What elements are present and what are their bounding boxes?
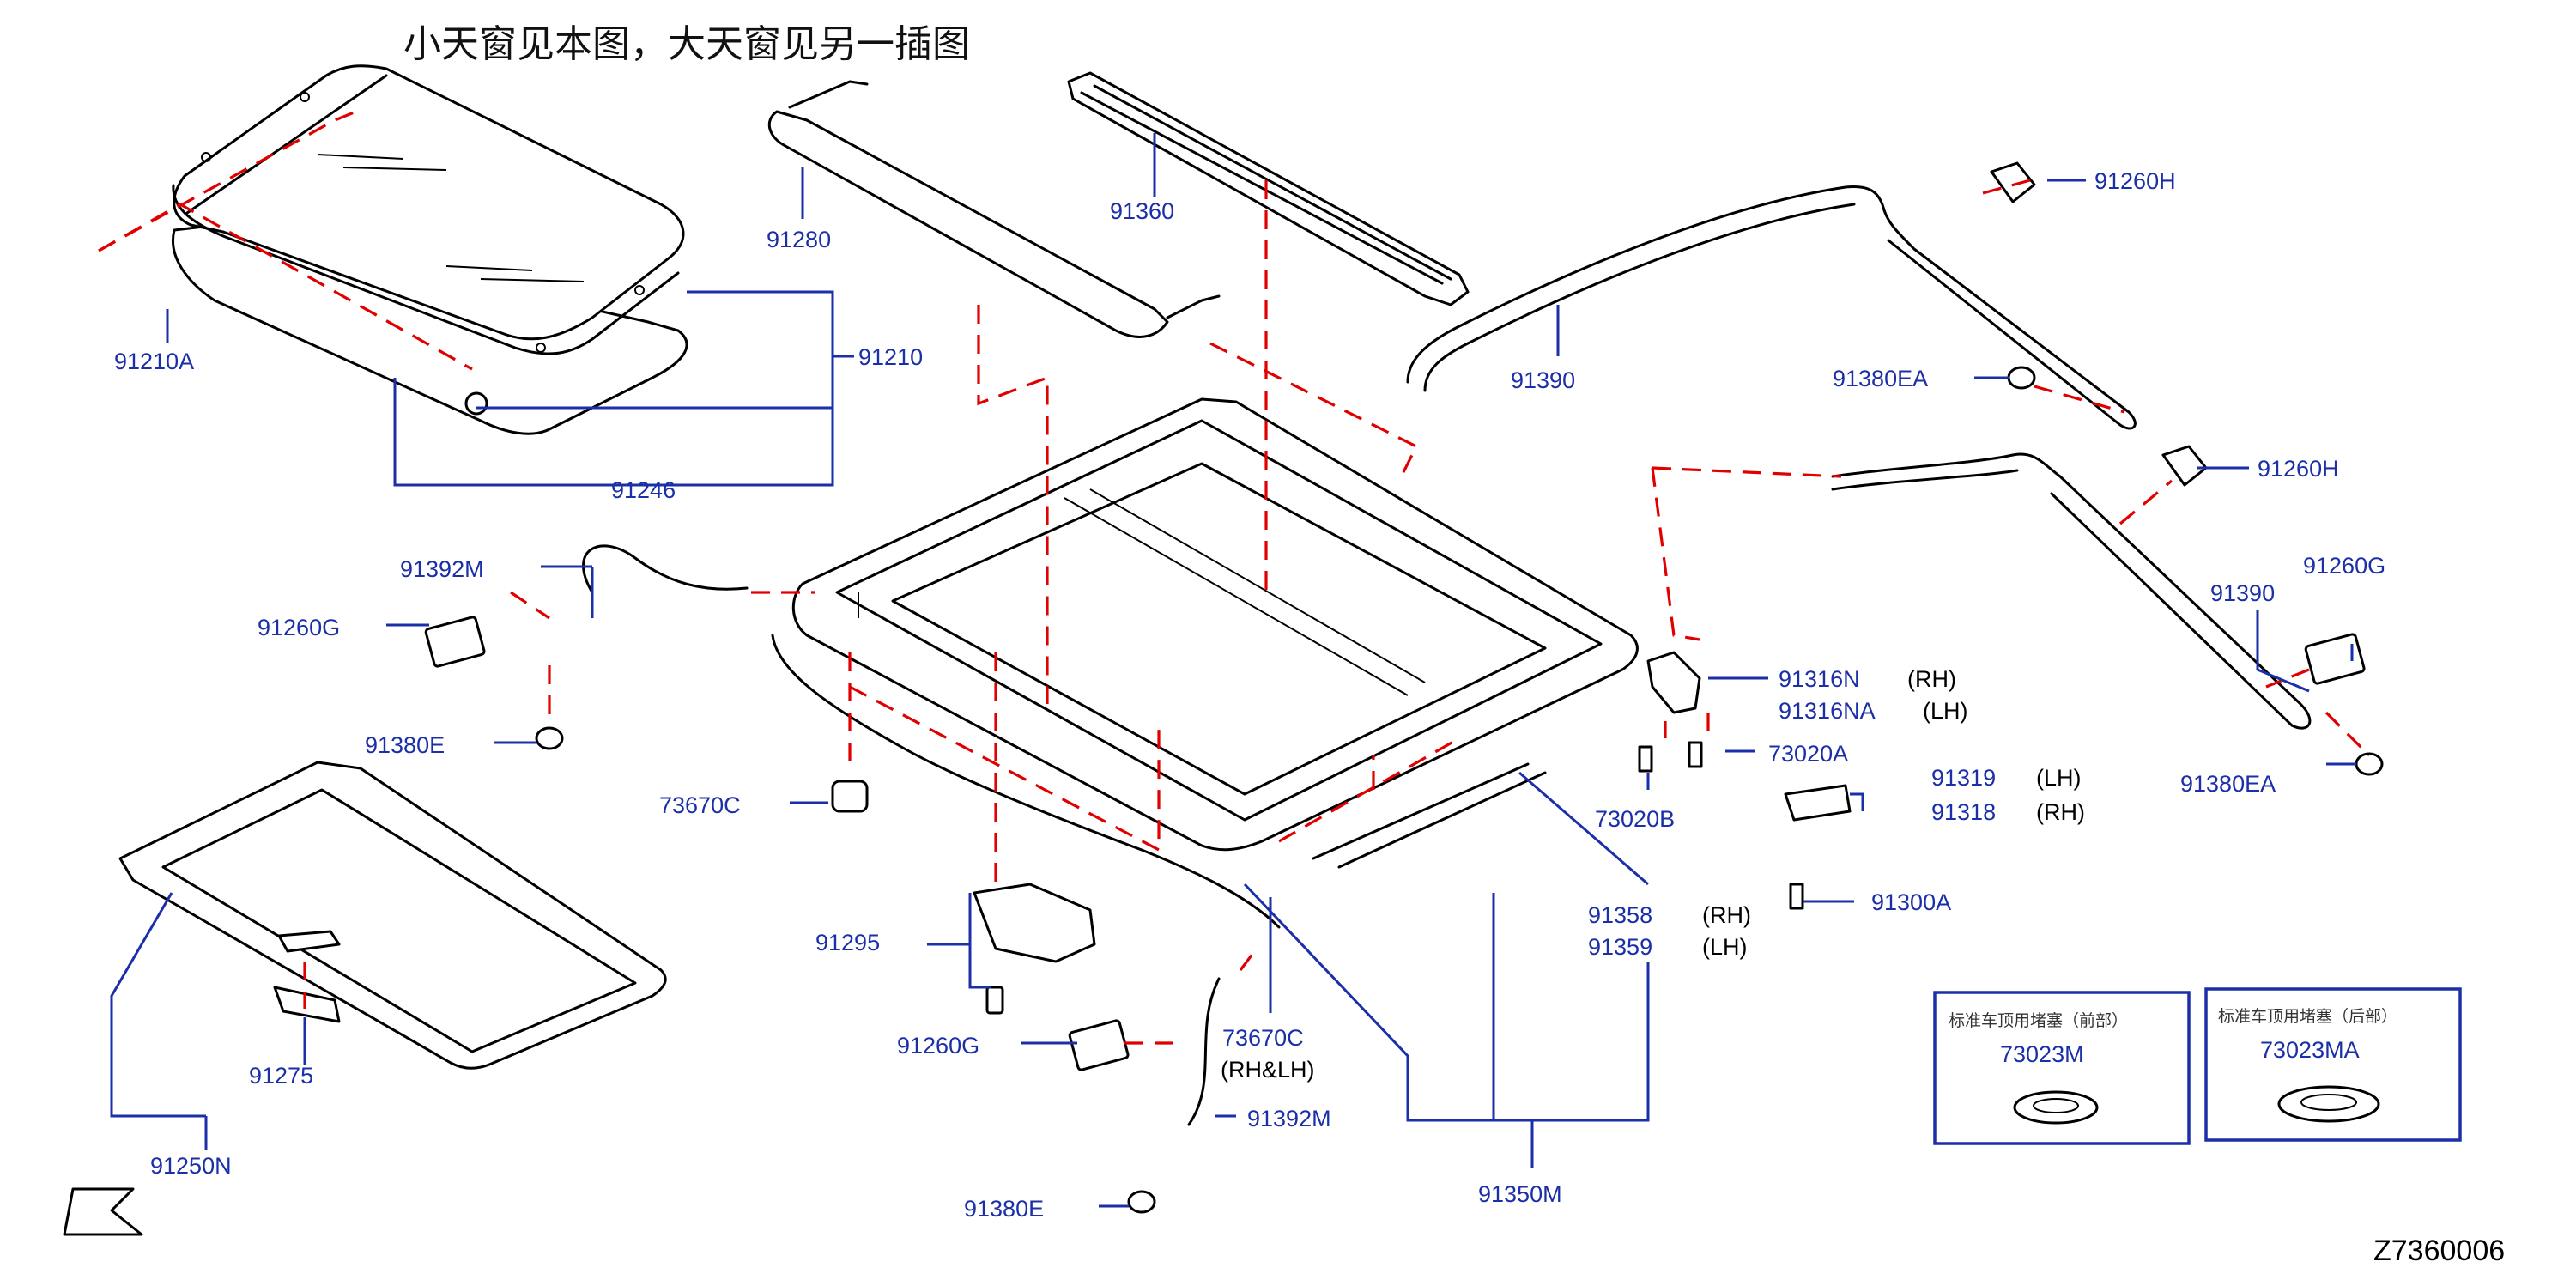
sunshade <box>118 761 667 1070</box>
label-91210A: 91210A <box>114 349 194 374</box>
label-91316N: 91316N <box>1779 666 1860 692</box>
label-91359: 91359 <box>1588 934 1652 960</box>
label-91300A: 91300A <box>1871 889 1951 915</box>
clip-91260h-top <box>1990 161 2036 203</box>
label-91380EA-right: 91380EA <box>2180 771 2276 797</box>
plug-box-rear: 标准车顶用堵塞（后部） 73023MA <box>2204 987 2462 1142</box>
label-91280: 91280 <box>767 227 831 252</box>
label-91392M-lower: 91392M <box>1247 1106 1331 1131</box>
label-73023MA: 73023MA <box>2260 1037 2360 1063</box>
label-91246: 91246 <box>611 477 676 503</box>
side-91359: (LH) <box>1702 934 1748 960</box>
label-91318: 91318 <box>1931 799 1996 825</box>
bolt-91300a <box>1789 883 1804 910</box>
sunroof-frame <box>771 397 1639 929</box>
label-91260G-bottom: 91260G <box>897 1033 979 1059</box>
plug-box-front: 标准车顶用堵塞（前部） 73023M <box>1933 991 2191 1145</box>
label-91210: 91210 <box>858 344 923 370</box>
drain-hose-front <box>1406 185 2137 430</box>
bolt-73020b <box>1638 745 1653 773</box>
label-73670C-bottom: 73670C <box>1222 1025 1304 1051</box>
label-73023M: 73023M <box>2000 1041 2084 1067</box>
pad-91260g-left <box>424 616 486 668</box>
pad-91260g-bottom <box>1068 1019 1130 1071</box>
clip-73670c <box>831 780 869 813</box>
wind-deflector <box>767 80 1221 338</box>
label-91358: 91358 <box>1588 902 1652 928</box>
plug-front-caption: 标准车顶用堵塞（前部） <box>1949 1011 2128 1030</box>
bracket-91318 <box>1784 784 1852 822</box>
label-91319: 91319 <box>1931 765 1996 791</box>
hose-91392m-lower <box>1187 977 1221 1126</box>
label-91260H-right: 91260H <box>2258 456 2339 482</box>
leader-lines <box>110 133 2356 1208</box>
front-direction-arrow-icon <box>63 1187 143 1236</box>
drawing-code: Z7360006 <box>2373 1235 2505 1267</box>
plug-rear-caption: 标准车顶用堵塞（后部） <box>2218 1007 2397 1026</box>
side-91318: (RH) <box>2036 799 2085 825</box>
side-91319: (LH) <box>2036 765 2082 791</box>
glass-lid-assembly <box>172 64 688 435</box>
clip-91260h-right <box>2161 445 2208 487</box>
label-91260G-left: 91260G <box>258 615 340 640</box>
label-73020B: 73020B <box>1595 806 1675 832</box>
label-91380EA-top: 91380EA <box>1833 366 1928 391</box>
bracket-91316n <box>1646 651 1701 714</box>
grommet-91380ea-right <box>2355 752 2384 776</box>
side-notes: (RH) (LH) (LH) (RH) (RH) (LH) (RH&LH) <box>1221 666 2085 1083</box>
grommet-91380ea-top <box>2007 366 2036 390</box>
label-91275: 91275 <box>249 1063 313 1089</box>
grommet-91380e-left <box>535 726 564 750</box>
label-91390-front: 91390 <box>1511 367 1575 393</box>
part-labels: 91210A 91210 91246 91280 91360 91390 913… <box>114 168 2385 1222</box>
cable-91358 <box>1312 762 1547 869</box>
label-91316NA: 91316NA <box>1779 698 1876 724</box>
bolt-73020a <box>1688 741 1703 768</box>
label-91260H-top: 91260H <box>2094 168 2176 194</box>
pad-91260g-right <box>2304 633 2366 685</box>
label-91260G-right: 91260G <box>2303 553 2385 579</box>
hose-91392m-upper <box>582 544 749 594</box>
side-91316N: (RH) <box>1907 666 1956 692</box>
label-91390-rear: 91390 <box>2210 580 2275 606</box>
label-91250N: 91250N <box>150 1153 232 1179</box>
front-rail <box>1067 71 1470 306</box>
label-91380E-left: 91380E <box>365 732 445 758</box>
motor-assembly <box>973 883 1096 1015</box>
drain-hose-rear <box>1831 452 2312 730</box>
diagram-title: 小天窗见本图，大天窗见另一插图 <box>403 22 970 66</box>
phantom-lines <box>98 108 2371 1045</box>
side-91316NA: (LH) <box>1923 698 1968 724</box>
label-73020A: 73020A <box>1768 741 1848 767</box>
label-91295: 91295 <box>815 930 880 956</box>
label-73670C-left: 73670C <box>659 792 741 818</box>
side-91358: (RH) <box>1702 902 1751 928</box>
grommet-91380e-bottom <box>1127 1190 1156 1214</box>
label-91360: 91360 <box>1110 198 1174 224</box>
label-91392M-upper: 91392M <box>400 556 484 582</box>
label-91350M: 91350M <box>1478 1181 1562 1207</box>
label-91380E-bottom: 91380E <box>964 1196 1044 1222</box>
side-73670C: (RH&LH) <box>1221 1057 1315 1083</box>
